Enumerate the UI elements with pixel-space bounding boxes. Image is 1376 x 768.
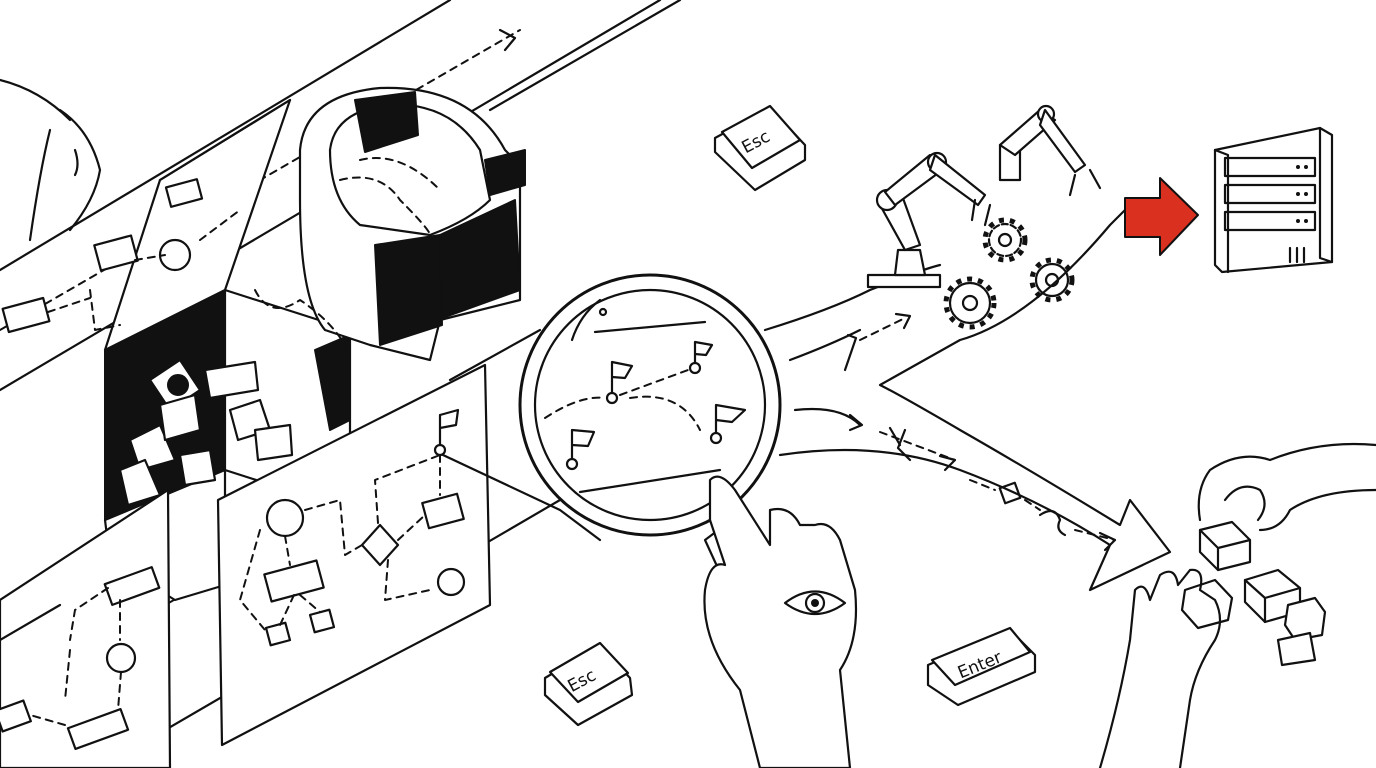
flowchart-board-front [216, 328, 602, 747]
flag-icon [565, 340, 747, 471]
flowchart-board-left [0, 488, 172, 768]
keyboard-key-icon: Esc Esc Enter [543, 104, 1037, 727]
server-icon [1213, 126, 1334, 274]
cube-icon [1180, 520, 1327, 667]
hand-right-icon [1197, 442, 1376, 532]
process-flow-arrow [763, 208, 1172, 592]
enter-key: Enter [926, 626, 1037, 707]
hopper [254, 86, 526, 362]
esc-key-top: Esc [713, 104, 807, 192]
eye-icon [783, 590, 847, 615]
gear-icon [943, 217, 1075, 330]
esc-key-bottom: Esc [543, 641, 634, 727]
arrow-right-icon [1124, 177, 1199, 256]
hand-left-icon [1098, 568, 1222, 768]
robot-arm-icon [866, 104, 1102, 289]
hand-icon [703, 475, 858, 768]
